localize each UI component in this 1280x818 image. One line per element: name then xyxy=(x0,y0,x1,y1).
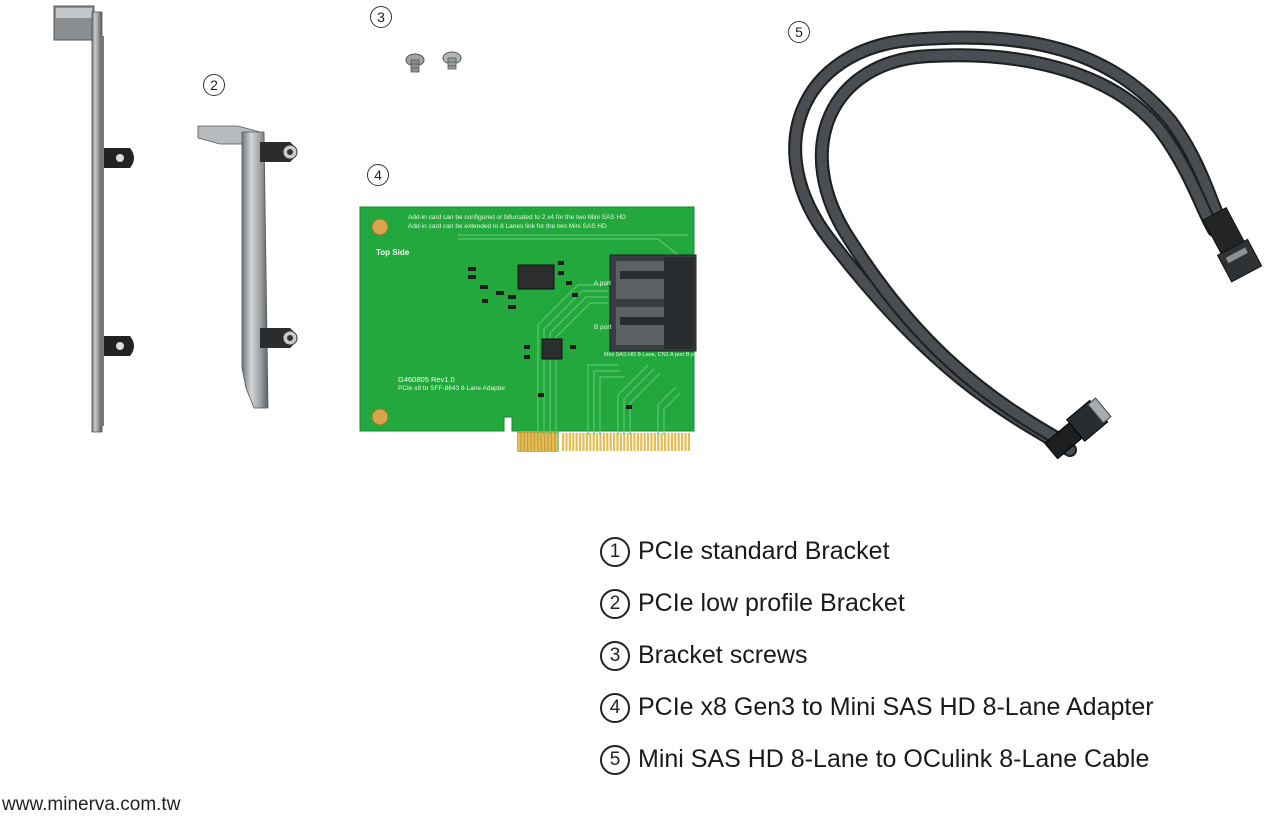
legend-item-1: 1 PCIe standard Bracket xyxy=(600,534,1154,586)
low-profile-bracket-image xyxy=(197,125,298,409)
footer-url[interactable]: www.minerva.com.tw xyxy=(2,794,181,815)
oculink-cable-image xyxy=(788,30,1263,460)
pcb-revision-label: G460805 Rev1.0 xyxy=(398,375,455,384)
legend-text: PCIe x8 Gen3 to Mini SAS HD 8-Lane Adapt… xyxy=(638,693,1154,721)
legend-text: Bracket screws xyxy=(638,641,808,669)
pcb-b-port-label: B port xyxy=(594,324,612,331)
legend-item-3: 3 Bracket screws xyxy=(600,638,1154,690)
component-legend: 1 PCIe standard Bracket 2 PCIe low profi… xyxy=(600,534,1154,794)
callout-4: 4 xyxy=(367,164,389,186)
adapter-card-image xyxy=(359,206,697,452)
pcb-note-2: Add-in card can be extended to 8 Lanes l… xyxy=(408,223,607,230)
pcb-top-side-label: Top Side xyxy=(376,248,410,257)
callout-3: 3 xyxy=(370,6,392,28)
gold-fingers xyxy=(518,431,558,451)
legend-number: 3 xyxy=(600,641,630,671)
legend-number: 2 xyxy=(600,589,630,619)
legend-item-2: 2 PCIe low profile Bracket xyxy=(600,586,1154,638)
callout-5: 5 xyxy=(788,21,810,43)
legend-number: 5 xyxy=(600,745,630,775)
standard-bracket-image xyxy=(53,5,134,433)
legend-item-4: 4 PCIe x8 Gen3 to Mini SAS HD 8-Lane Ada… xyxy=(600,690,1154,742)
legend-item-5: 5 Mini SAS HD 8-Lane to OCulink 8-Lane C… xyxy=(600,742,1154,794)
bracket-screws-image xyxy=(405,51,462,73)
callout-2: 2 xyxy=(203,74,225,96)
legend-number: 4 xyxy=(600,693,630,723)
pcb-note-1: Add-in card can be configured or bifurca… xyxy=(408,214,626,221)
legend-number: 1 xyxy=(600,537,630,567)
pcb-description-label: PCIe x8 to SFF-8643 8-Lane Adapter xyxy=(398,385,506,392)
pcb-connector-label: Mini SAS HD 8-Lane, CN1 A port B port xyxy=(604,352,701,358)
legend-text: PCIe low profile Bracket xyxy=(638,589,905,617)
pcb-a-port-label: A port xyxy=(594,280,611,287)
legend-text: Mini SAS HD 8-Lane to OCulink 8-Lane Cab… xyxy=(638,745,1150,773)
legend-text: PCIe standard Bracket xyxy=(638,537,890,565)
